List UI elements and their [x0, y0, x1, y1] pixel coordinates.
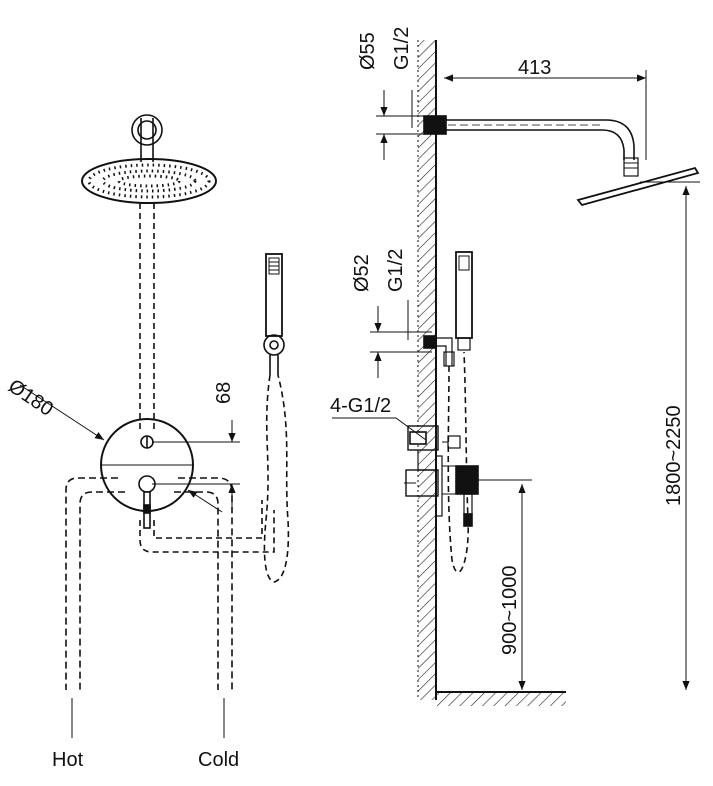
- hand-shower-side: [423, 251, 473, 573]
- shower-arm-front: [140, 118, 154, 162]
- shower-head-side: [576, 166, 700, 207]
- mixer-trim-plate: [100, 418, 194, 529]
- dim-label-outlet-diameter: Ø52: [351, 254, 373, 292]
- dim-leader-inlets: [332, 417, 427, 441]
- dim-label-outlet-offset: 68: [213, 381, 235, 404]
- dim-label-arm-diameter: Ø55: [357, 32, 379, 70]
- concealed-riser-pipe: [139, 203, 155, 432]
- dim-leader-plate-2: [187, 489, 223, 513]
- front-view: [19, 114, 290, 738]
- wall-section: [417, 40, 437, 700]
- dim-label-inlets: 4-G1/2: [330, 395, 392, 417]
- dim-leader-plate: [19, 384, 105, 441]
- rain-shower-head: [81, 158, 217, 204]
- dim-label-outlet-thread: G1/2: [385, 248, 407, 292]
- dim-label-valve-height: 900~1000: [499, 565, 521, 655]
- side-view: [332, 40, 700, 706]
- label-hot: Hot: [52, 749, 84, 771]
- dim-label-head-height: 1800~2250: [663, 405, 685, 506]
- shower-arm-side: [423, 115, 639, 177]
- arm-wall-flange: [131, 114, 163, 146]
- dim-label-arm-length: 413: [518, 57, 552, 79]
- hose-supply-pipe: [139, 500, 275, 553]
- concealed-supply-pipes: [65, 477, 233, 690]
- floor-section: [436, 691, 566, 706]
- dim-label-arm-thread: G1/2: [391, 26, 413, 70]
- concealed-valve-body: [404, 425, 479, 527]
- hand-shower: [263, 253, 290, 583]
- label-cold: Cold: [198, 749, 240, 771]
